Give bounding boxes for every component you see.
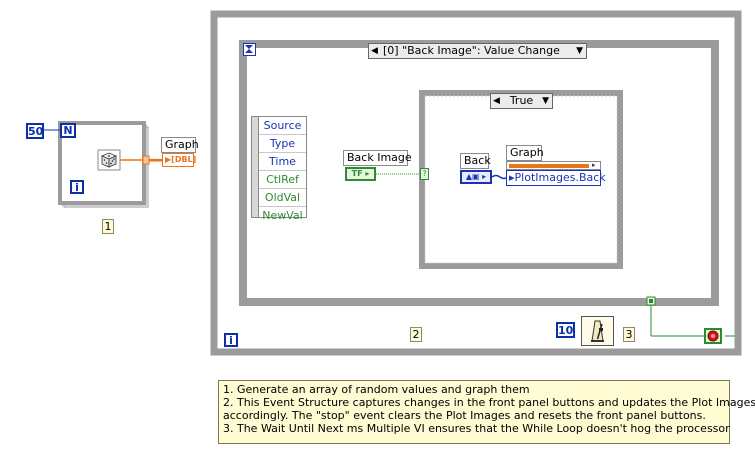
- wait-ms-constant[interactable]: 10: [556, 322, 575, 338]
- case-decrement-arrow[interactable]: ◀: [493, 96, 500, 106]
- back-image-boolean-terminal[interactable]: TF ▸: [345, 167, 376, 181]
- metronome-icon[interactable]: [581, 316, 614, 346]
- case-selector[interactable]: ◀ True ▼: [490, 93, 553, 109]
- left-graph-label: Graph: [161, 137, 199, 153]
- while-loop-frame: [210, 10, 742, 356]
- loop-count-constant[interactable]: 50: [26, 123, 44, 139]
- event-data-newval[interactable]: NewVal: [262, 209, 303, 222]
- stop-tunnel-dot: [649, 299, 653, 303]
- case-graph-label: Graph: [506, 145, 544, 161]
- event-data-time[interactable]: Time: [259, 153, 306, 171]
- property-node-reference-bar: [509, 164, 589, 168]
- step-tag-1: 1: [102, 219, 114, 234]
- auto-index-tunnel: [142, 155, 150, 165]
- property-node-plotimages-back[interactable]: ▸PlotImages.Back: [506, 170, 606, 186]
- graph-indicator-terminal[interactable]: ▶[DBL]: [162, 153, 196, 167]
- count-terminal: N: [60, 123, 76, 138]
- back-control-label: Back: [460, 153, 491, 169]
- back-wire: [491, 174, 509, 180]
- event-data-ctlref[interactable]: CtlRef: [259, 171, 306, 189]
- note-line-1: 1. Generate an array of random values an…: [223, 383, 530, 396]
- property-node-header[interactable]: ▸: [506, 161, 601, 170]
- loop-condition-icon[interactable]: [704, 328, 722, 344]
- for-loop-iteration-terminal: i: [70, 180, 84, 194]
- boolean-terminal-text: TF: [351, 169, 363, 178]
- event-data-source[interactable]: Source: [259, 117, 306, 135]
- case-selector-label: True: [509, 94, 534, 107]
- property-node-arrow: ▸: [592, 161, 596, 169]
- event-selector[interactable]: ◀ [0] "Back Image": Value Change ▼: [368, 43, 587, 59]
- event-decrement-arrow[interactable]: ◀: [371, 46, 378, 56]
- event-data-node: Source Type Time CtlRef OldVal NewVal: [251, 116, 307, 222]
- note-line-2: 2. This Event Structure captures changes…: [223, 396, 755, 409]
- event-data-oldval[interactable]: OldVal: [259, 189, 306, 207]
- step-tag-2: 2: [410, 327, 422, 342]
- event-timeout-icon[interactable]: [243, 43, 256, 56]
- graph-type-text: DBL: [174, 155, 193, 164]
- property-label: PlotImages.Back: [514, 171, 606, 184]
- event-data-type[interactable]: Type: [259, 135, 306, 153]
- case-dropdown-arrow-icon[interactable]: ▼: [542, 96, 549, 106]
- note-line-4: 3. The Wait Until Next ms Multiple VI en…: [223, 422, 730, 435]
- event-data-list: Source Type Time CtlRef OldVal NewVal: [259, 117, 306, 222]
- step-tag-3: 3: [623, 327, 635, 342]
- back-ring-terminal[interactable]: ▲▣ ▸: [460, 170, 492, 184]
- dropdown-arrow-icon[interactable]: ▼: [576, 46, 583, 56]
- back-image-label: Back Image: [343, 150, 412, 166]
- case-selector-terminal[interactable]: ?: [420, 168, 429, 180]
- dice-icon[interactable]: [97, 149, 121, 171]
- event-data-node-handle: [252, 117, 259, 217]
- while-loop-iteration-terminal: i: [224, 333, 238, 347]
- notes-box: 1. Generate an array of random values an…: [218, 380, 755, 444]
- event-selector-label: [0] "Back Image": Value Change: [383, 44, 560, 57]
- note-line-3: accordingly. The "stop" event clears the…: [223, 409, 706, 422]
